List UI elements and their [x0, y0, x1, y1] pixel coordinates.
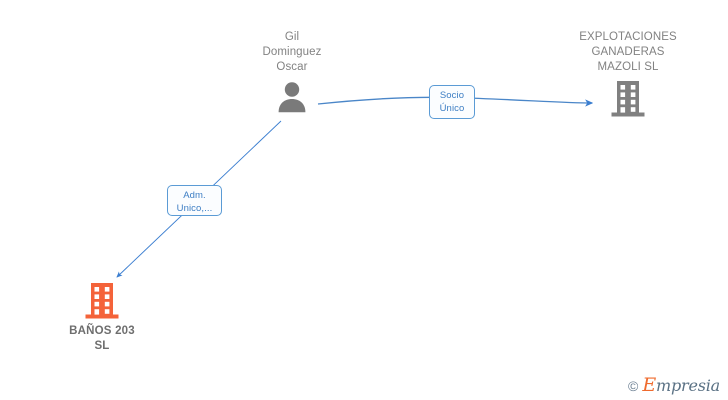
- empresia-watermark: © Empresia: [628, 374, 720, 396]
- node-company-banos-203-sl[interactable]: BAÑOS 203 SL: [22, 281, 182, 354]
- node-label-company-banos: BAÑOS 203 SL: [69, 325, 135, 352]
- node-company-explotaciones-ganaderas-mazoli-sl[interactable]: EXPLOTACIONES GANADERAS MAZOLI SL: [548, 30, 708, 119]
- node-label-company-mazoli: EXPLOTACIONES GANADERAS MAZOLI SL: [579, 31, 677, 73]
- brand-rest: mpresia: [656, 376, 720, 395]
- brand-wordmark: Empresia: [642, 374, 720, 396]
- person-icon: [274, 79, 310, 115]
- relation-label-adm-unico[interactable]: Adm. Unico,...: [167, 185, 222, 216]
- copyright-icon: ©: [628, 377, 639, 394]
- building-icon: [609, 79, 647, 119]
- relation-label-socio-unico[interactable]: Socio Único: [429, 85, 475, 119]
- building-icon: [83, 281, 121, 321]
- brand-initial: E: [642, 374, 656, 396]
- node-person-gil-dominguez-oscar[interactable]: Gil Dominguez Oscar: [212, 30, 372, 115]
- node-label-person: Gil Dominguez Oscar: [262, 31, 322, 73]
